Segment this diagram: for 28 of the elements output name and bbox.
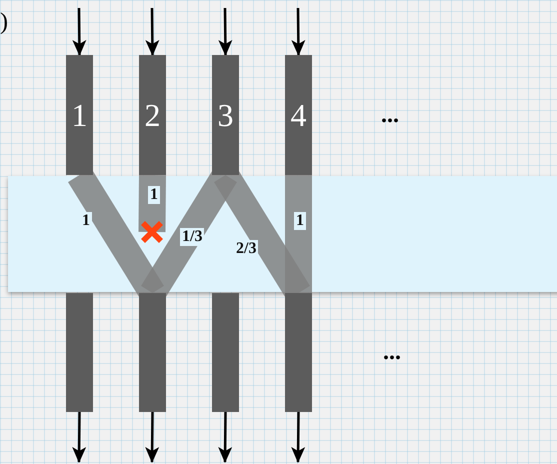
ellipsis: ... xyxy=(381,103,399,127)
caption-fragment: ) xyxy=(0,10,8,34)
edge-label: 1/3 xyxy=(180,228,204,246)
edge-label: 1 xyxy=(148,186,160,204)
flow-strip xyxy=(285,175,312,293)
arrow xyxy=(291,8,306,56)
numbered-bar xyxy=(212,55,239,175)
arrow xyxy=(145,8,160,56)
bar xyxy=(285,293,312,412)
flow-strip xyxy=(138,174,166,243)
arrow xyxy=(218,412,232,463)
arrow xyxy=(72,412,86,463)
numbered-bar xyxy=(66,55,93,175)
arrow xyxy=(218,8,232,56)
arrow xyxy=(291,412,306,463)
edge-label: 1 xyxy=(294,212,306,230)
bar-number: 1 xyxy=(72,96,88,134)
arrow xyxy=(145,412,160,463)
bar xyxy=(139,293,166,412)
numbered-bar xyxy=(285,55,312,175)
ellipsis: ... xyxy=(383,340,401,364)
bar-number: 3 xyxy=(218,96,234,134)
bar-number: 2 xyxy=(144,96,160,134)
bar xyxy=(212,293,239,412)
arrow xyxy=(72,8,86,56)
numbered-bar xyxy=(139,55,166,175)
bar-number: 4 xyxy=(290,96,306,134)
bar xyxy=(66,293,93,412)
